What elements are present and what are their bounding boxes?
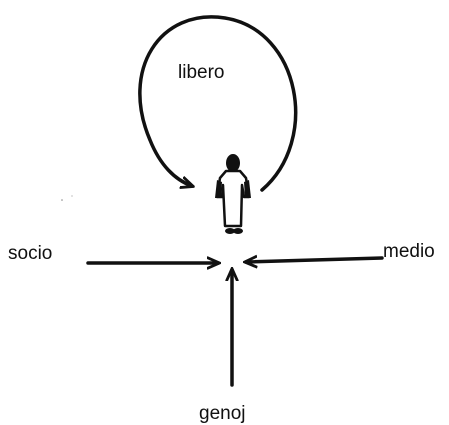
arrow-from-right xyxy=(246,258,384,262)
label-medio: medio xyxy=(383,241,435,262)
speck xyxy=(71,195,73,197)
label-genoj: genoj xyxy=(199,403,246,424)
person-icon xyxy=(215,154,251,234)
label-libero: libero xyxy=(178,62,225,83)
speck xyxy=(61,199,63,201)
self-loop-arrow xyxy=(138,15,298,192)
label-socio: socio xyxy=(8,243,53,264)
